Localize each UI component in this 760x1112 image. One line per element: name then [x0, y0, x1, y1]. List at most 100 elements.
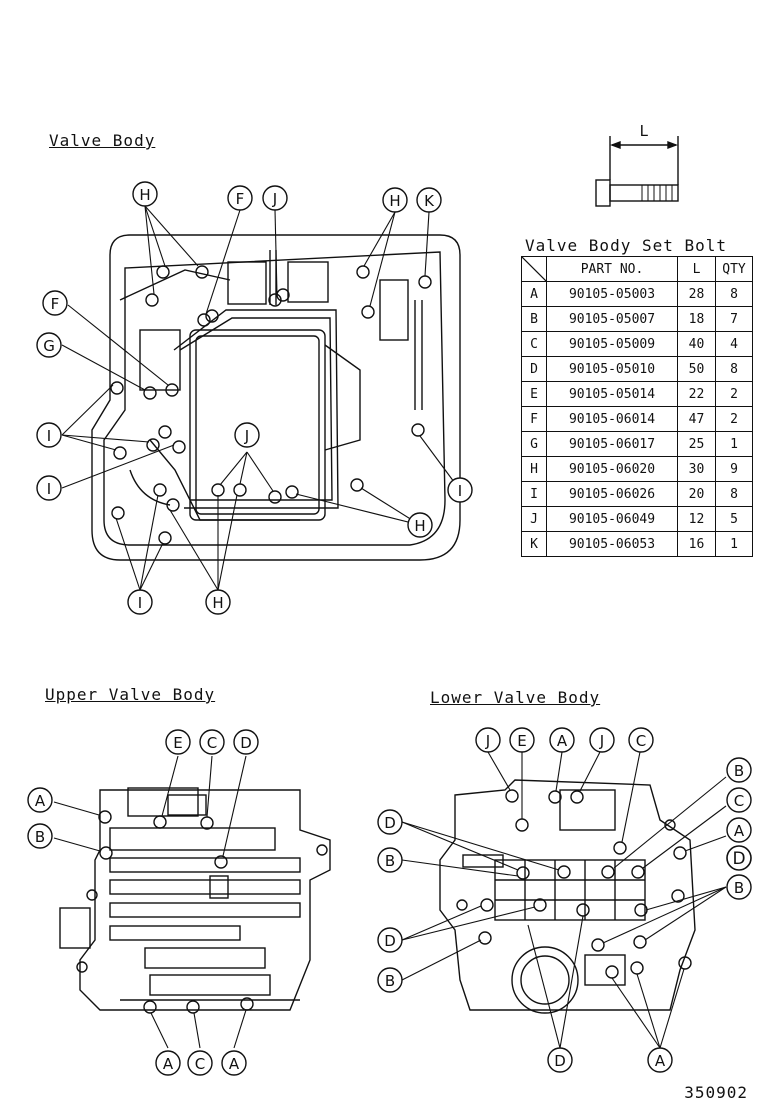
row-part-no: 90105-05007: [546, 306, 678, 332]
svg-text:D: D: [384, 814, 396, 832]
row-length: 12: [677, 506, 716, 532]
svg-text:E: E: [173, 734, 182, 752]
valve-body-title: Valve Body: [49, 131, 156, 150]
svg-text:H: H: [414, 517, 425, 535]
svg-text:C: C: [207, 734, 217, 752]
row-length: 16: [677, 531, 716, 557]
bolt-shank-icon: [609, 184, 679, 202]
callout-d: D: [377, 927, 403, 953]
callout-j: J: [589, 727, 615, 753]
row-part-no: 90105-06020: [546, 456, 678, 482]
svg-text:D: D: [384, 932, 396, 950]
callout-e: E: [509, 727, 535, 753]
lower-valve-body-title: Lower Valve Body: [430, 688, 601, 707]
callout-e: E: [165, 729, 191, 755]
callout-c: C: [187, 1050, 213, 1076]
bolt-length-label: L: [639, 122, 648, 140]
callout-h: H: [382, 187, 408, 213]
svg-text:A: A: [655, 1052, 666, 1070]
callout-b: B: [377, 967, 403, 993]
callout-h: H: [132, 181, 158, 207]
row-key: G: [521, 431, 547, 457]
row-length: 50: [677, 356, 716, 382]
row-length: 25: [677, 431, 716, 457]
callout-d: D: [233, 729, 259, 755]
set-bolt-table-title: Valve Body Set Bolt: [525, 236, 728, 255]
callout-i: I: [36, 422, 62, 448]
callout-c: C: [628, 727, 654, 753]
svg-text:I: I: [47, 480, 51, 498]
diagonal-line-icon: [522, 257, 546, 281]
svg-text:H: H: [212, 594, 223, 612]
callout-a: A: [155, 1050, 181, 1076]
row-part-no: 90105-06053: [546, 531, 678, 557]
callout-j: J: [262, 185, 288, 211]
callout-a: A: [27, 787, 53, 813]
callout-i: I: [36, 475, 62, 501]
callout-a: A: [726, 817, 752, 843]
svg-text:B: B: [734, 879, 744, 897]
bolt-figure: [595, 136, 679, 207]
callout-h: H: [407, 512, 433, 538]
callout-d: D: [726, 845, 752, 871]
callout-j: J: [234, 422, 260, 448]
svg-text:E: E: [517, 732, 526, 750]
row-part-no: 90105-05003: [546, 281, 678, 307]
svg-text:J: J: [244, 427, 249, 445]
valve-body-drawing: [61, 205, 461, 591]
upper-valve-body-drawing: [53, 755, 331, 1049]
callout-a: A: [221, 1050, 247, 1076]
callout-d: D: [377, 809, 403, 835]
callout-d: D: [547, 1047, 573, 1073]
row-key: E: [521, 381, 547, 407]
row-key: A: [521, 281, 547, 307]
svg-text:F: F: [236, 190, 245, 208]
row-length: 20: [677, 481, 716, 507]
row-part-no: 90105-06017: [546, 431, 678, 457]
svg-text:B: B: [385, 852, 395, 870]
svg-text:I: I: [458, 482, 462, 500]
table-header-part-no: PART NO.: [546, 256, 678, 282]
row-key: I: [521, 481, 547, 507]
svg-text:A: A: [35, 792, 46, 810]
svg-text:I: I: [47, 427, 51, 445]
callout-a: A: [647, 1047, 673, 1073]
svg-text:B: B: [734, 762, 744, 780]
svg-text:K: K: [424, 192, 435, 210]
callout-f: F: [42, 290, 68, 316]
svg-text:C: C: [195, 1055, 205, 1073]
lower-valve-body-drawing: [401, 751, 727, 1049]
svg-text:B: B: [385, 972, 395, 990]
bolt-head-icon: [595, 179, 611, 207]
row-qty: 7: [715, 306, 753, 332]
row-key: K: [521, 531, 547, 557]
row-qty: 2: [715, 381, 753, 407]
callout-c: C: [199, 729, 225, 755]
callout-i: I: [447, 477, 473, 503]
callout-i: I: [127, 589, 153, 615]
svg-text:D: D: [732, 849, 745, 869]
row-part-no: 90105-05010: [546, 356, 678, 382]
svg-text:H: H: [139, 186, 150, 204]
row-length: 28: [677, 281, 716, 307]
callout-h: H: [205, 589, 231, 615]
svg-text:A: A: [229, 1055, 240, 1073]
table-header-diagonal: [521, 256, 547, 282]
callout-c: C: [726, 787, 752, 813]
callout-f: F: [227, 185, 253, 211]
svg-text:C: C: [734, 792, 744, 810]
row-part-no: 90105-06026: [546, 481, 678, 507]
figure-number: 350902: [684, 1083, 748, 1102]
callout-a: A: [549, 727, 575, 753]
row-qty: 1: [715, 531, 753, 557]
svg-text:H: H: [389, 192, 400, 210]
row-qty: 5: [715, 506, 753, 532]
callout-b: B: [27, 823, 53, 849]
